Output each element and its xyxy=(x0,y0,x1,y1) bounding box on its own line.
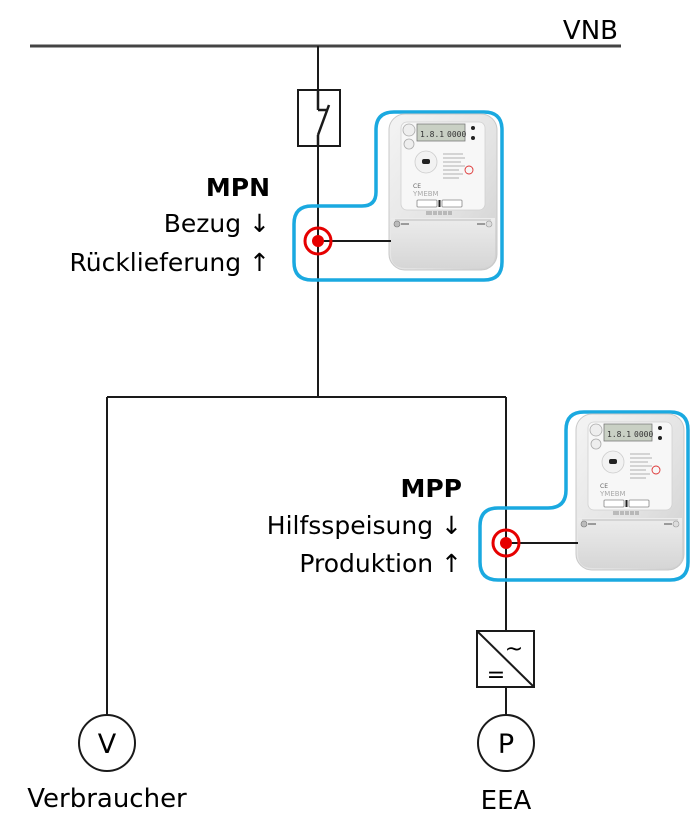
mpn-export-label: Rücklieferung ↑ xyxy=(69,248,270,277)
mpp-measure-point-icon xyxy=(491,528,521,558)
inverter-dc-symbol: = xyxy=(487,663,505,688)
inverter-icon: ~ = xyxy=(476,630,535,688)
mpn-meter-image xyxy=(388,113,498,271)
mpn-outline xyxy=(292,110,504,282)
mpn-title: MPN xyxy=(206,173,270,202)
mpp-title: MPP xyxy=(400,474,462,503)
inverter-ac-symbol: ~ xyxy=(505,637,523,662)
mpp-aux-supply-label: Hilfsspeisung ↓ xyxy=(267,511,462,540)
generator-icon: P xyxy=(477,714,535,772)
mpp-meter-image xyxy=(575,413,685,571)
mpp-outline xyxy=(478,410,690,582)
generator-label: EEA xyxy=(481,786,532,816)
mpn-measure-point-icon xyxy=(303,226,333,256)
generator-symbol: P xyxy=(498,729,514,760)
mpn-import-label: Bezug ↓ xyxy=(164,209,270,238)
consumer-label: Verbraucher xyxy=(27,784,187,814)
mpp-production-label: Produktion ↑ xyxy=(299,549,462,578)
circuit-breaker-switch xyxy=(297,89,341,147)
grid-label: VNB xyxy=(563,16,618,46)
consumer-symbol: V xyxy=(98,729,117,760)
consumer-icon: V xyxy=(78,714,136,772)
